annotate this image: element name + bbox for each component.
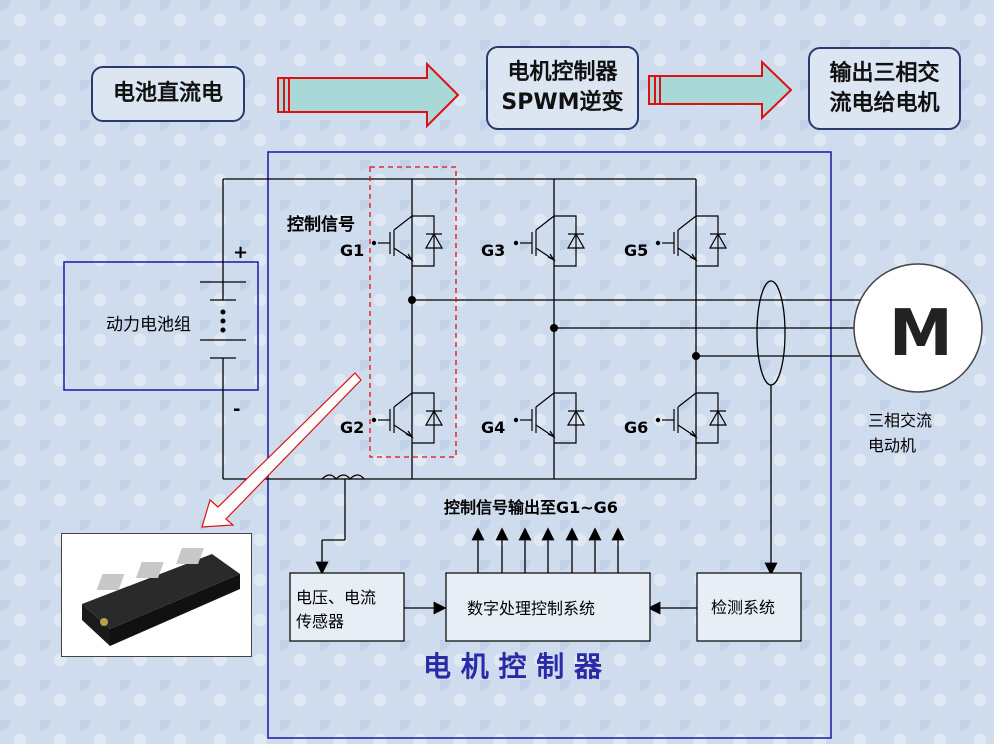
gate-g2-label: G2 [340,418,364,437]
sensor-line1: 电压、电流 [296,588,376,607]
motor-letter: M [889,297,953,371]
igbt-module-photo [61,533,252,657]
motor-label-line2: 电动机 [868,436,916,455]
detect-block [696,572,802,642]
igbt-highlight-box [369,166,457,458]
igbt-module-illustration [82,548,240,646]
controller-frame [267,151,832,739]
three-phase-output-line2: 流电给电机 [829,90,940,116]
control-signal-label: 控制信号 [287,214,355,235]
motor-label-line1: 三相交流 [868,411,932,430]
igbt-switch [371,215,444,267]
igbt-switch [655,392,728,444]
header-arrow-1 [277,61,460,129]
gate-g5-label: G5 [624,241,648,260]
detect-label: 检测系统 [711,598,775,617]
gate-g4-label: G4 [481,418,505,437]
three-phase-output-line1: 输出三相交 [829,60,940,86]
igbt-switch [513,392,586,444]
sensor-block [289,572,405,642]
battery-frame [63,261,259,391]
battery-dc-label: 电池直流电 [112,81,223,106]
motor-circle [853,263,983,393]
gate-g6-label: G6 [624,418,648,437]
dsp-block [445,572,651,642]
header-arrow-2 [648,59,793,121]
three-phase-output-box: 输出三相交 流电给电机 [808,47,961,130]
control-output-label: 控制信号输出至G1~G6 [444,498,618,517]
battery-label: 动力电池组 [106,315,191,335]
controller-spwm-box: 电机控制器 SPWM逆变 [486,46,639,130]
controller-title: 电 机 控 制 器 [423,650,603,683]
igbt-switch [655,215,728,267]
igbt-switch [513,215,586,267]
dsp-label: 数字处理控制系统 [467,599,595,618]
controller-spwm-line1: 电机控制器 [507,60,618,85]
gate-g3-label: G3 [481,241,505,260]
battery-dc-box: 电池直流电 [91,66,245,122]
battery-minus: - [233,399,240,420]
gate-g1-label: G1 [340,241,364,260]
igbt-switch [371,392,444,444]
battery-plus: + [233,242,248,263]
photo-pointer-arrow [201,372,362,528]
sensor-line2: 传感器 [296,612,344,631]
controller-spwm-line2: SPWM逆变 [501,90,624,115]
dsp-output-arrows [471,527,625,573]
